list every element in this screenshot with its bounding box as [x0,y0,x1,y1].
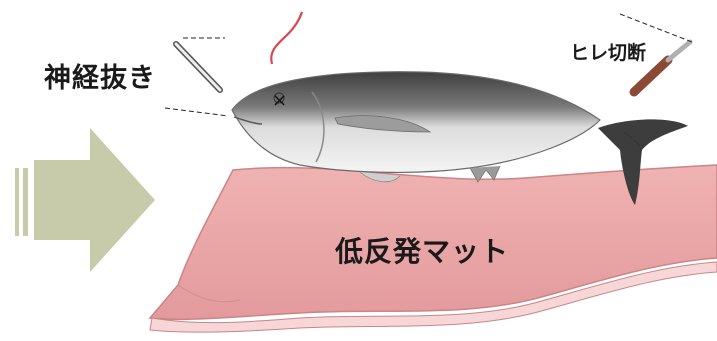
head-mark: × [272,90,287,111]
nerve-wire-icon [271,12,302,64]
right-arrow-icon [15,128,155,272]
mat-label: 低反発マット [335,230,509,270]
fish-body [232,72,600,173]
needle-icon [165,38,228,116]
fin-cut-label: ヒレ切断 [570,38,646,65]
nerve-removal-label: 神経抜き [44,56,156,95]
